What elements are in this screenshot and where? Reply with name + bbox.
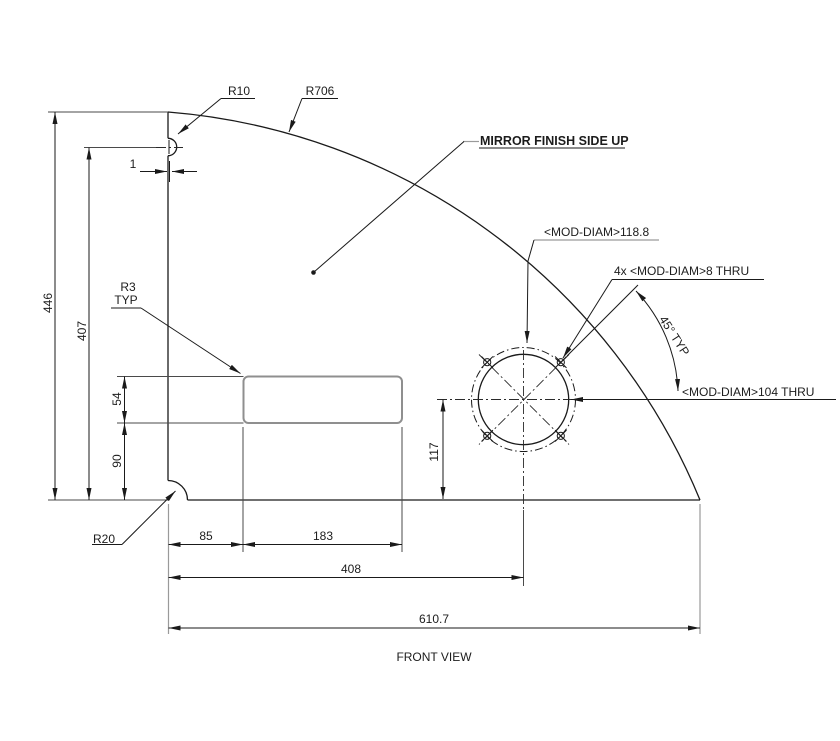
- label-r3: R3: [120, 280, 136, 294]
- label-angle-typ: 45° TYP: [656, 313, 692, 358]
- ext-45-angle-line: [566, 284, 639, 357]
- dim-text-446: 446: [41, 293, 55, 313]
- dim-arc-45: [635, 290, 681, 392]
- dim-text-117: 117: [427, 442, 441, 461]
- finish-note: MIRROR FINISH SIDE UP: [480, 134, 629, 148]
- extension-lines: [48, 111, 701, 634]
- leader-bolt-dia: [524, 239, 535, 344]
- bolt-hole-bottom-left: [481, 429, 494, 442]
- leader-lines: [92, 98, 836, 545]
- leader-r706: [288, 98, 303, 133]
- bolt-hole-top-right: [554, 356, 567, 369]
- label-bolt-circle-dia: <MOD-DIAM>118.8: [544, 225, 649, 239]
- leader-r20: [121, 490, 176, 545]
- leader-note: [313, 141, 465, 273]
- label-hole-pattern: 4x <MOD-DIAM>8 THRU: [614, 264, 749, 278]
- r10-notch-arc: [167, 137, 178, 157]
- dim-text-54: 54: [110, 392, 124, 406]
- part-outline: [167, 111, 701, 501]
- leader-r10: [177, 98, 222, 135]
- dim-text-408: 408: [341, 562, 361, 576]
- dim-text-90: 90: [110, 454, 124, 468]
- dim-text-610: 610.7: [419, 612, 449, 626]
- label-r3-typ: TYP: [114, 293, 137, 307]
- leader-r3: [140, 307, 241, 374]
- dimension-lines: [52, 112, 700, 631]
- diagonal-centerline-2: [478, 354, 570, 445]
- label-r20: R20: [93, 532, 115, 546]
- dim-text-85: 85: [199, 529, 213, 543]
- annotation-text: 446 407 54 90 1 R10 R706 R3 TYP R20 85 1…: [41, 84, 814, 664]
- bolt-hole-bottom-right: [554, 429, 567, 442]
- dim-text-1: 1: [130, 157, 137, 171]
- leader-note-dot: [311, 270, 316, 275]
- leader-hole-pattern: [562, 279, 613, 359]
- center-lines: [84, 140, 588, 586]
- r706-arc-edge: [167, 111, 701, 501]
- dim-text-407: 407: [75, 321, 89, 341]
- slot-rectangle: [242, 375, 403, 424]
- label-r706: R706: [306, 84, 335, 98]
- view-title: FRONT VIEW: [396, 650, 472, 664]
- r20-notch-arc: [167, 479, 189, 501]
- label-r10: R10: [228, 84, 250, 98]
- label-center-hole: <MOD-DIAM>104 THRU: [682, 385, 814, 399]
- bolt-holes: [481, 356, 567, 442]
- bolt-hole-top-left: [481, 356, 494, 369]
- dim-text-183: 183: [313, 529, 333, 543]
